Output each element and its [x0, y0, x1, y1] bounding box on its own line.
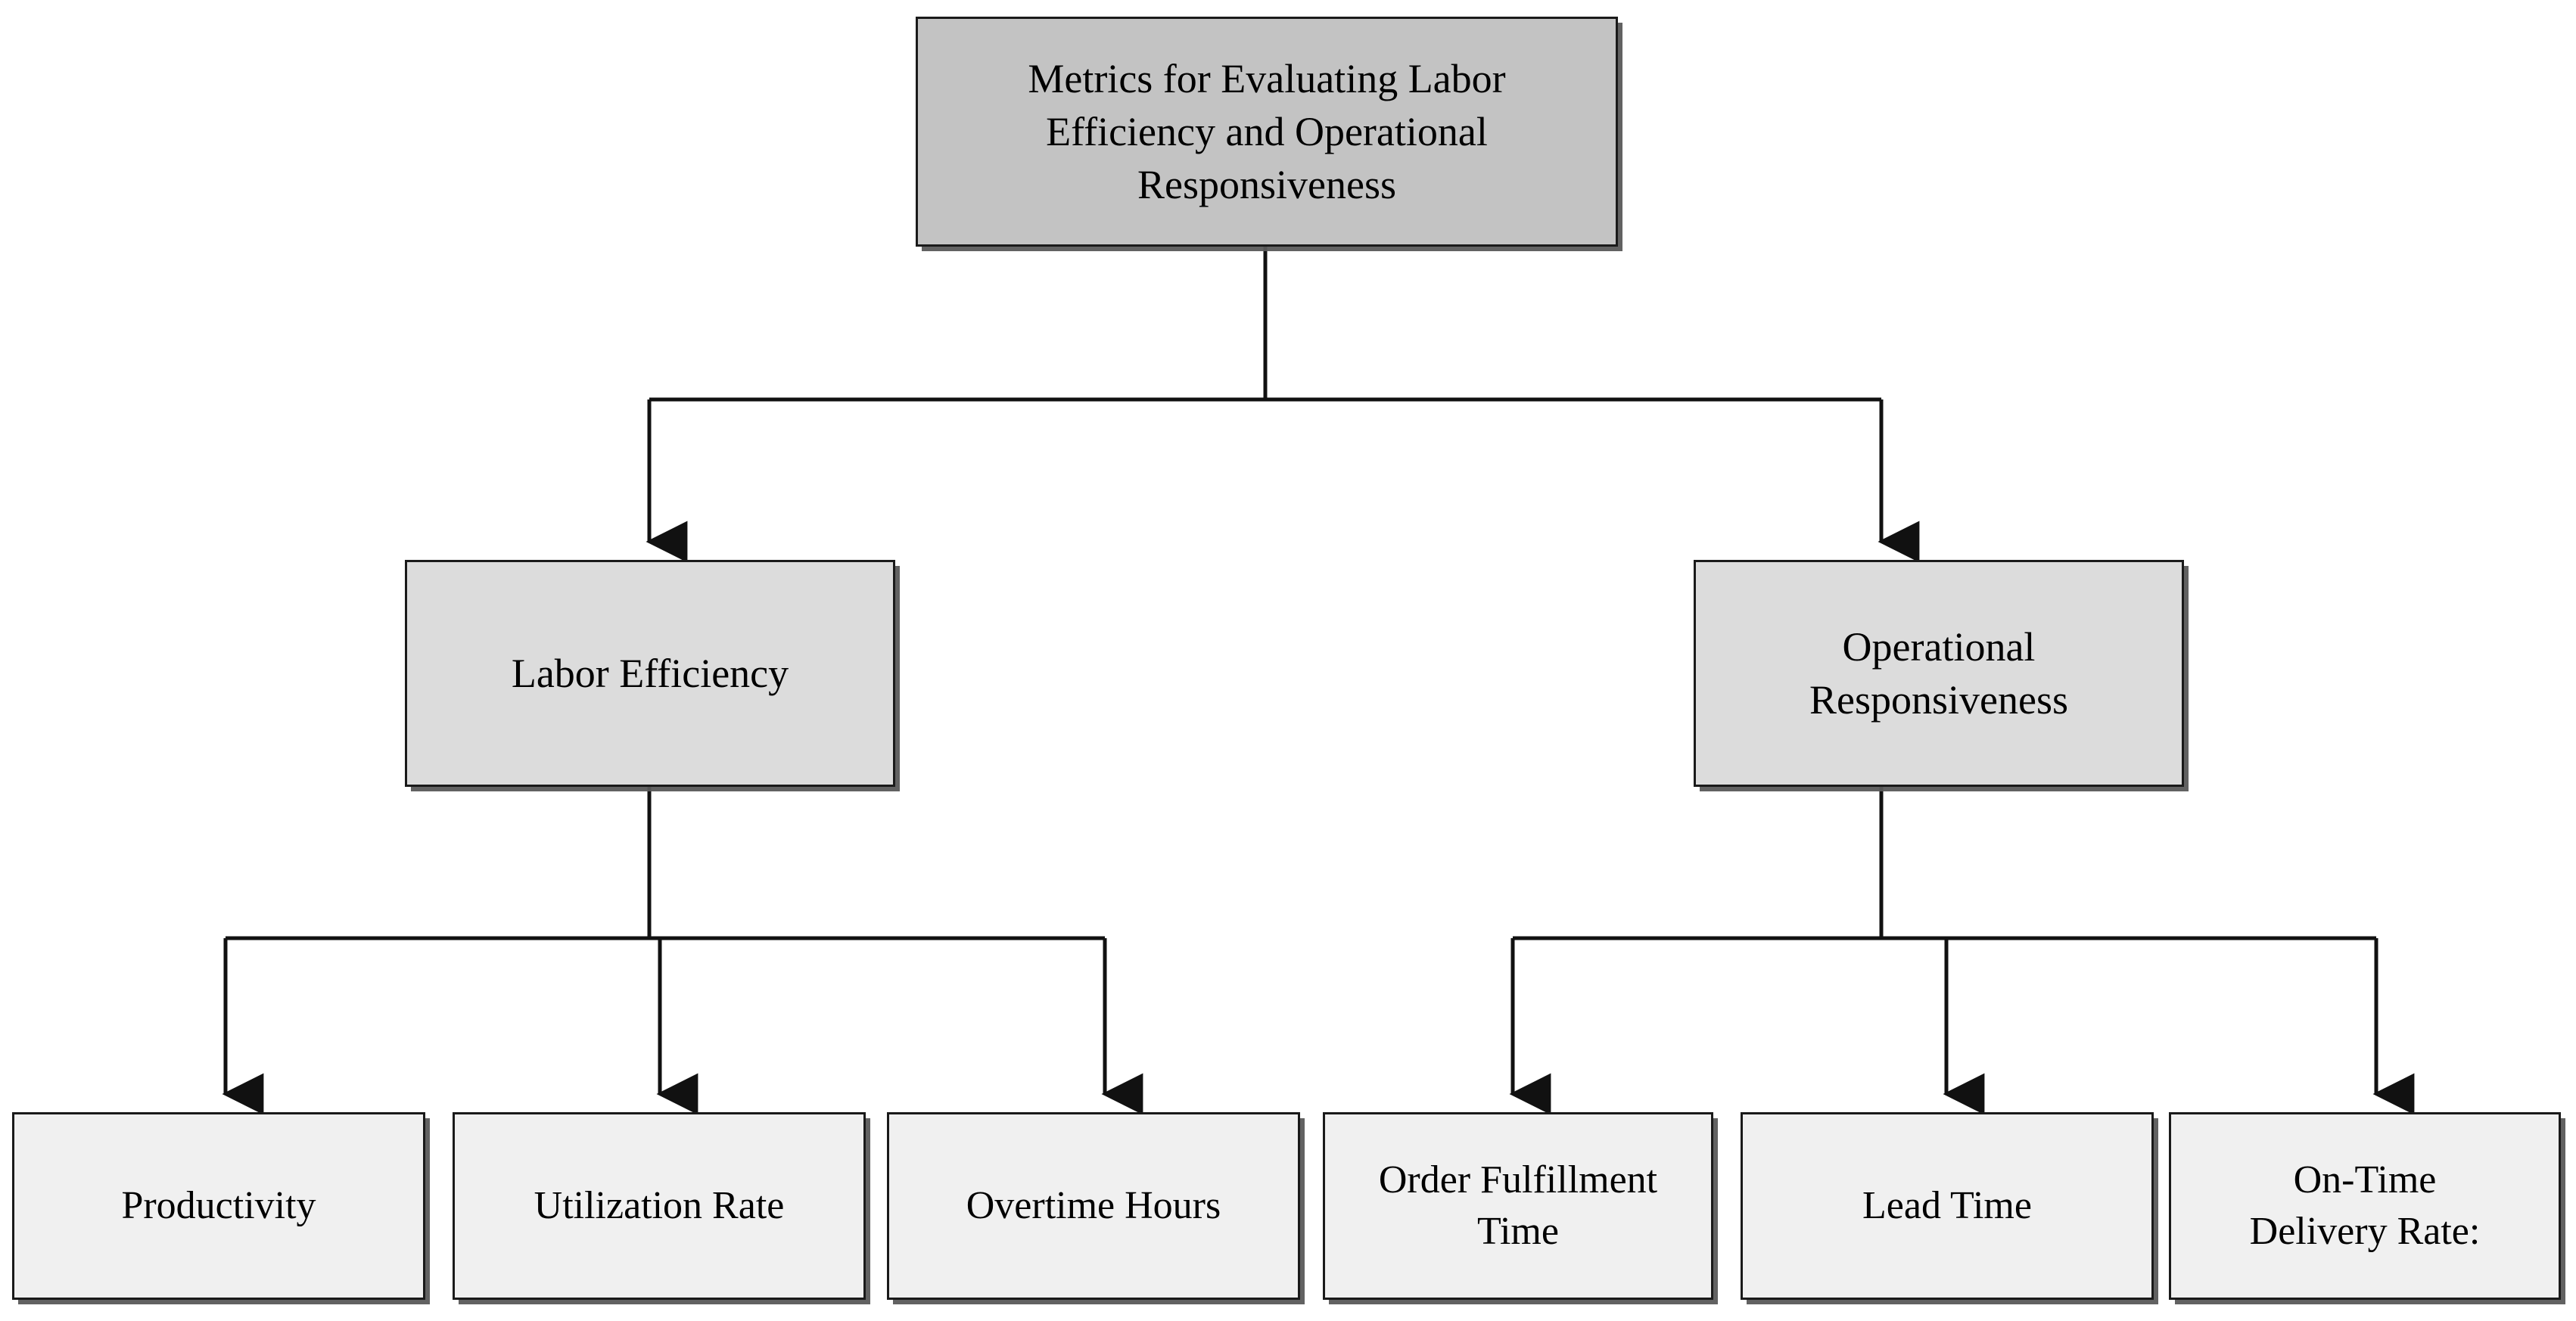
node-root[interactable]: Metrics for Evaluating Labor Efficiency …	[916, 17, 1618, 247]
node-operational-responsiveness[interactable]: Operational Responsiveness	[1694, 560, 2184, 787]
node-labor-efficiency-label: Labor Efficiency	[511, 650, 789, 696]
node-on-time-delivery-rate[interactable]: On-Time Delivery Rate:	[2169, 1112, 2561, 1300]
node-on-time-delivery-rate-label: On-Time Delivery Rate:	[2249, 1158, 2481, 1253]
node-utilization-rate-label: Utilization Rate	[534, 1184, 785, 1228]
node-order-fulfillment-time[interactable]: Order Fulfillment Time	[1323, 1112, 1713, 1300]
node-order-fulfillment-time-label: Order Fulfillment Time	[1378, 1158, 1658, 1253]
node-lead-time-label: Lead Time	[1862, 1184, 2032, 1228]
node-operational-responsiveness-label: Operational Responsiveness	[1809, 623, 2068, 723]
node-utilization-rate[interactable]: Utilization Rate	[453, 1112, 866, 1300]
node-overtime-hours-label: Overtime Hours	[966, 1184, 1221, 1228]
node-overtime-hours[interactable]: Overtime Hours	[887, 1112, 1300, 1300]
node-root-label: Metrics for Evaluating Labor Efficiency …	[1028, 55, 1506, 208]
node-labor-efficiency[interactable]: Labor Efficiency	[405, 560, 895, 787]
node-productivity-label: Productivity	[121, 1184, 316, 1228]
node-lead-time[interactable]: Lead Time	[1741, 1112, 2154, 1300]
node-productivity[interactable]: Productivity	[12, 1112, 425, 1300]
